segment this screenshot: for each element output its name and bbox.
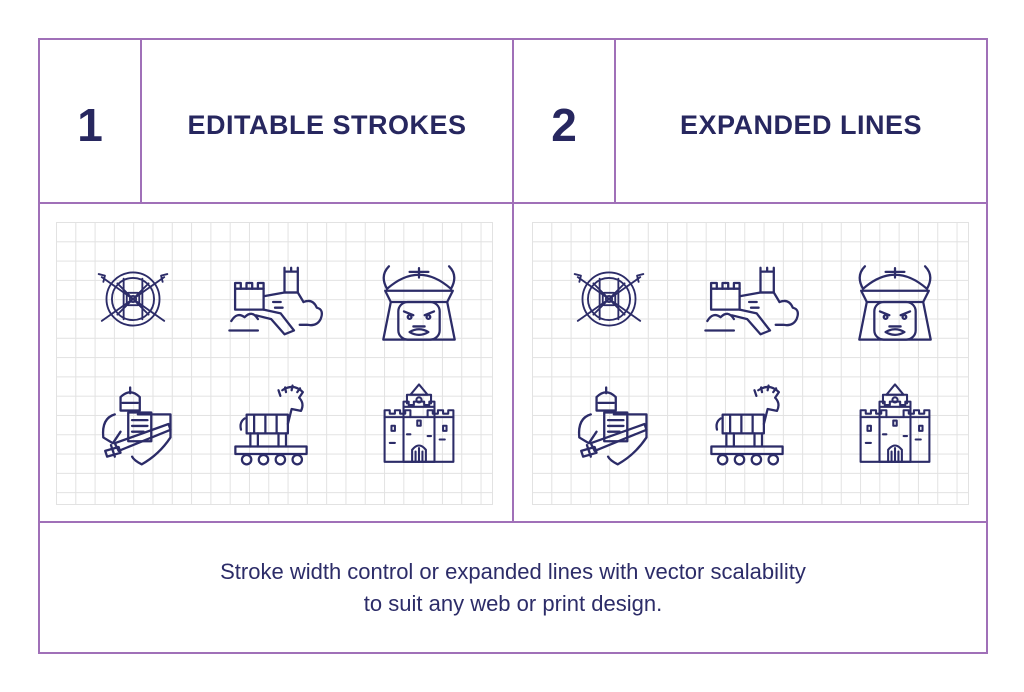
great-wall-icon [704,266,800,336]
section-title-2: EXPANDED LINES [679,110,923,140]
castle-icon [383,383,455,463]
great-wall-icon [228,266,324,336]
shield-arrows-icon [97,271,169,327]
footer-line-1: Stroke width control or expanded lines w… [220,559,806,584]
section-number-1: 1 [77,99,103,151]
center-divider [512,40,514,523]
knight-icon [101,386,172,466]
section-title-1: EDITABLE STROKES [187,110,467,140]
outer-frame [38,38,988,654]
section-number-2: 2 [551,99,577,151]
samurai-mask-icon [382,265,456,341]
number-divider-1 [140,40,142,204]
trojan-horse-icon [710,384,784,466]
knight-icon [577,386,648,466]
castle-icon [859,383,931,463]
number-divider-2 [614,40,616,204]
trojan-horse-icon [234,384,308,466]
footer-line-2: to suit any web or print design. [363,591,663,616]
footer-caption: Stroke width control or expanded lines w… [40,556,986,620]
samurai-mask-icon [858,265,932,341]
shield-arrows-icon [573,271,645,327]
